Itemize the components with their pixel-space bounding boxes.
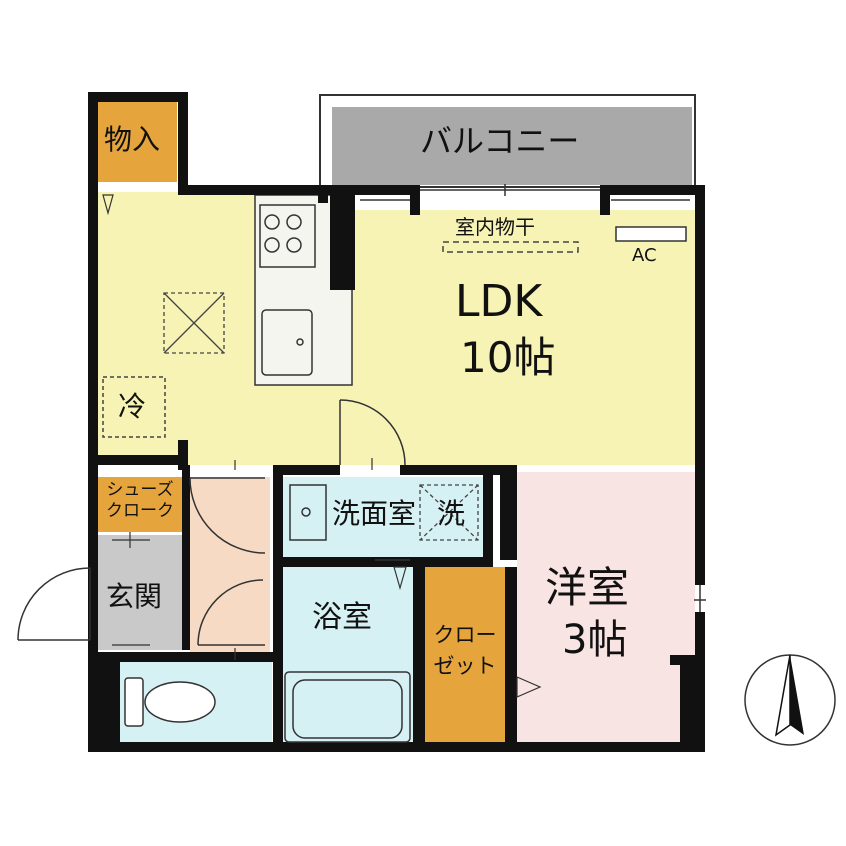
indoor-drying-label: 室内物干 [455,215,535,239]
entrance-floor [97,535,182,650]
fridge-space [102,376,166,438]
storage-room [97,102,177,182]
balcony-floor [332,107,692,185]
ldk-room [97,192,695,465]
shoe-closet [97,477,182,532]
vent-icon [163,292,225,354]
washroom-label: 洗面室 [332,497,417,530]
bath-label: 浴室 [312,600,372,635]
sink-icon [261,309,313,376]
entrance-label: 玄関 [106,580,163,613]
storage-door-mark [102,194,114,216]
closet-door-mark [516,676,542,698]
ac-label: AC [632,245,657,266]
doors [17,399,410,646]
ldk-name-label: LDK [455,276,543,327]
drying-rail [442,241,579,253]
north-arrow-icon [744,654,836,746]
ldk-size-label: 10帖 [460,333,556,382]
closet-line2: ゼット [433,654,497,678]
shoe-closet-label: シューズ クローク [98,482,182,520]
closet-label: クロー ゼット [425,625,505,677]
balcony-label: バルコニー [420,122,580,160]
washroom [283,477,483,557]
bath-door-mark [393,566,407,591]
western-size-label: 3帖 [562,617,628,663]
closet [425,567,505,742]
storage-label: 物入 [104,123,161,156]
ac-unit [615,226,687,242]
western-name-label: 洋室 [545,563,630,612]
walls [88,92,705,752]
shoe-closet-line2: クローク [106,501,174,521]
stove-icon [259,204,316,268]
toilet-icon [124,677,216,727]
western-room [517,472,695,742]
bathtub-icon [284,671,411,743]
fridge-label: 冷 [118,390,147,423]
shoe-closet-line1: シューズ [106,480,174,500]
bathroom [283,567,413,742]
washer-label: 洗 [437,497,466,530]
sink-icon-washroom [289,484,327,541]
window-lines [360,184,706,612]
closet-line1: クロー [433,623,497,647]
hall-floor [190,477,270,652]
washer-space [419,484,479,541]
entrance-marks [112,458,373,660]
